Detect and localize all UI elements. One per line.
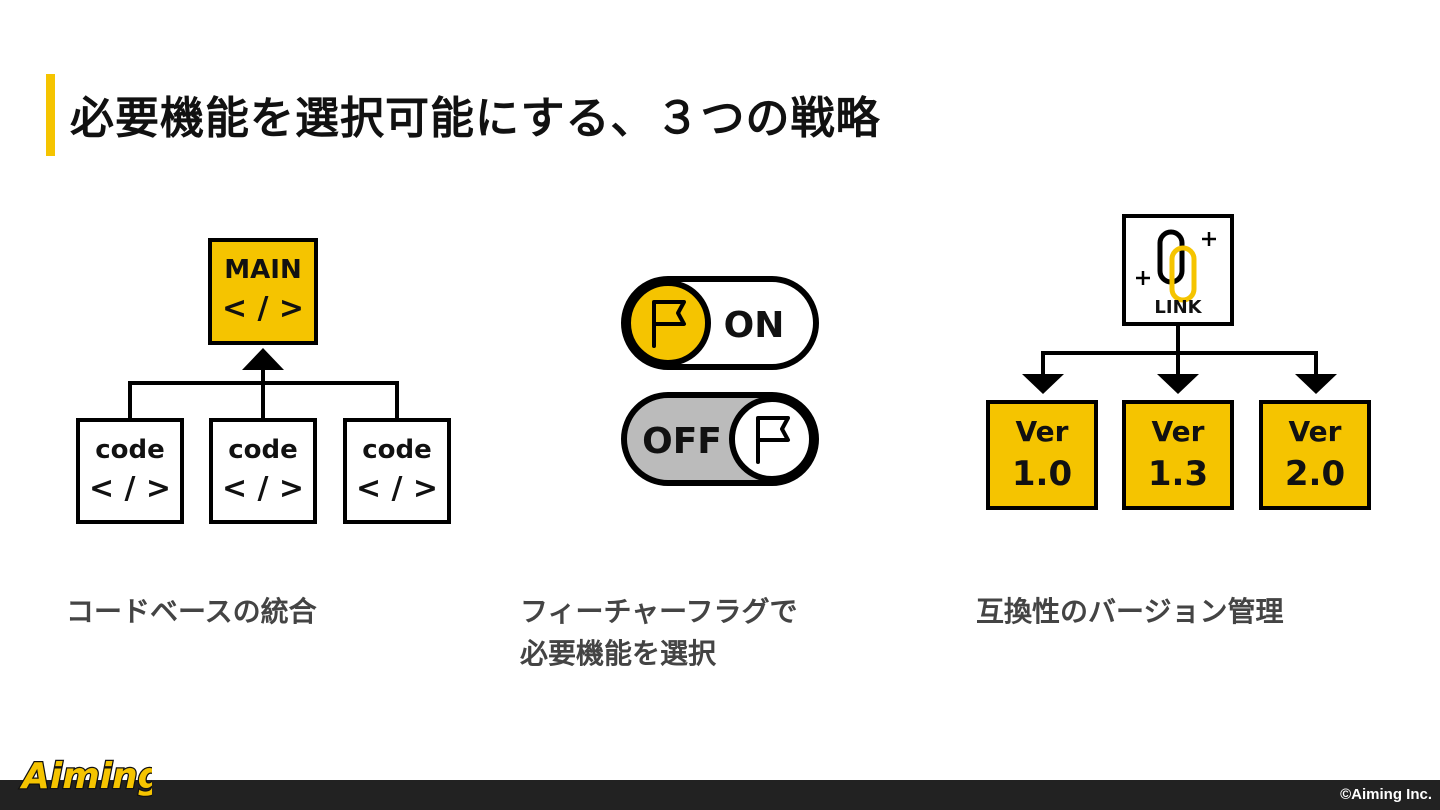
version-number: 1.3 (1148, 454, 1208, 494)
version-box: Ver 1.0 (986, 400, 1098, 510)
feature-flag-caption: フィーチャーフラグで 必要機能を選択 (520, 591, 797, 675)
paperclip-icon (1157, 229, 1197, 303)
main-tag: < / > (222, 291, 304, 326)
sparkle-icon (1136, 232, 1216, 285)
footer-bar: ©Aiming Inc. (0, 780, 1440, 810)
code-tag: < / > (356, 471, 438, 506)
copyright-text: ©Aiming Inc. (1340, 786, 1432, 803)
code-tag: < / > (89, 471, 171, 506)
version-number: 1.0 (1012, 454, 1072, 494)
logo-text: Aiming (19, 756, 152, 797)
main-code-box: MAIN < / > (208, 238, 318, 345)
caption-line: 必要機能を選択 (520, 637, 717, 670)
aiming-logo: Aiming (18, 755, 152, 798)
down-arrow-icon (1022, 374, 1064, 394)
flag-icon (652, 300, 686, 348)
code-tag: < / > (222, 471, 304, 506)
codebase-diagram: MAIN < / > code < / > code < / > code < … (76, 238, 451, 524)
slide-title: 必要機能を選択可能にする、３つの戦略 (70, 93, 881, 144)
code-box: code < / > (343, 418, 451, 524)
versioning-diagram: LINK Ver 1.0 Ver 1.3 Ver 2.0 (986, 214, 1371, 510)
code-label: code (95, 435, 165, 465)
codebase-caption: コードベースの統合 (66, 595, 317, 628)
version-prefix: Ver (1152, 415, 1205, 448)
feature-flag-diagram: ON OFF (621, 276, 819, 486)
title-accent-bar (46, 74, 55, 156)
code-label: code (362, 435, 432, 465)
caption-line: フィーチャーフラグで (520, 595, 798, 628)
link-label: LINK (1154, 297, 1202, 318)
version-number: 2.0 (1285, 454, 1345, 494)
versioning-caption: 互換性のバージョン管理 (976, 595, 1284, 628)
code-box: code < / > (209, 418, 317, 524)
link-box: LINK (1122, 214, 1234, 326)
version-box: Ver 1.3 (1122, 400, 1234, 510)
off-label: OFF (642, 421, 722, 462)
down-arrow-icon (1295, 374, 1337, 394)
version-box: Ver 2.0 (1259, 400, 1371, 510)
flag-icon (756, 416, 790, 464)
up-arrow-icon (242, 348, 284, 370)
main-label: MAIN (224, 255, 301, 285)
toggle-on: ON (621, 276, 819, 370)
code-box: code < / > (76, 418, 184, 524)
on-label: ON (724, 305, 785, 346)
code-label: code (228, 435, 298, 465)
version-prefix: Ver (1289, 415, 1342, 448)
down-arrow-icon (1157, 374, 1199, 394)
toggle-off: OFF (621, 392, 819, 486)
version-prefix: Ver (1016, 415, 1069, 448)
